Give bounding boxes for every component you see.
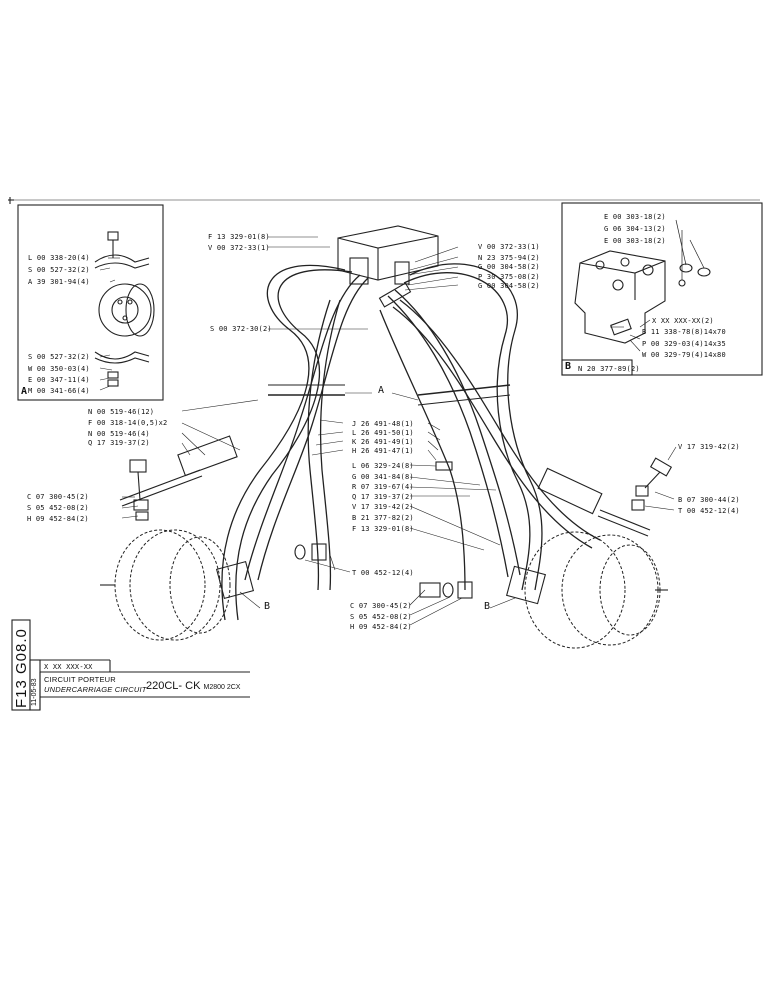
part-label: X XX XXX-XX(2): [652, 317, 714, 325]
title-french: CIRCUIT PORTEUR: [44, 675, 116, 684]
part-label: Q 17 319-37(2): [88, 439, 150, 447]
part-label: B 21 377-82(2): [352, 514, 414, 522]
inset-a-label: A: [21, 386, 28, 397]
part-label: Q 17 319-37(2): [352, 493, 414, 501]
part-label: F 13 329-01(8): [208, 233, 270, 241]
part-label: H 09 452-84(2): [27, 515, 89, 523]
part-label: E 00 347-11(4): [28, 376, 90, 384]
part-label: R 07 319-67(4): [352, 483, 414, 491]
part-label: P 00 329-03(4)14x35: [642, 340, 726, 348]
inset-b-ref: N 20 377-89(2): [578, 365, 640, 373]
part-label: N 23 375-94(2): [478, 254, 540, 262]
title-english: UNDERCARRIAGE CIRCUIT: [44, 685, 147, 694]
part-label: W 00 350-03(4): [28, 365, 90, 373]
part-label: L 00 338-20(4): [28, 254, 90, 262]
part-label: L 26 491-50(1): [352, 429, 414, 437]
part-label: L 06 329-24(8): [352, 462, 414, 470]
part-label: E 00 303-18(2): [604, 213, 666, 221]
marker-a: A: [378, 385, 385, 396]
part-label: G 00 304-58(2): [478, 282, 540, 290]
sheet-reference: F13 G08.0: [13, 628, 30, 708]
marker-b-left: B: [264, 601, 271, 612]
part-label: T 00 452-12(4): [678, 507, 740, 515]
part-label: S 00 527-32(2): [28, 266, 90, 274]
part-label: B 11 338-78(8)14x70: [642, 328, 726, 336]
part-label: N 00 519-46(4): [88, 430, 150, 438]
model-code: 220CL- CK: [146, 680, 201, 692]
part-label: S 00 372-30(2): [210, 325, 272, 333]
revision-date: 11-05-83: [31, 678, 38, 706]
part-label: G 00 304-58(2): [478, 263, 540, 271]
part-label: M 00 341-66(4): [28, 387, 90, 395]
part-label: G 00 341-84(8): [352, 473, 414, 481]
model-subcode: M2800 2CX: [203, 684, 241, 691]
part-label: S 05 452-08(2): [350, 613, 412, 621]
part-label: H 26 491-47(1): [352, 447, 414, 455]
part-label: S 00 527-32(2): [28, 353, 90, 361]
part-label: V 17 319-42(2): [352, 503, 414, 511]
part-label: P 30 375-08(2): [478, 273, 540, 281]
part-label: F 13 329-01(8): [352, 525, 414, 533]
part-label: S 05 452-08(2): [27, 504, 89, 512]
inset-b-label: B: [565, 361, 572, 372]
part-label: C 07 300-45(2): [27, 493, 89, 501]
part-label: T 00 452-12(4): [352, 569, 414, 577]
part-label: C 07 300-45(2): [350, 602, 412, 610]
inset-b-frame: [561, 202, 763, 376]
part-label: G 06 304-13(2): [604, 225, 666, 233]
part-label: A 39 301-94(4): [28, 278, 90, 286]
model-name: 220CL- CK M2800 2CX: [146, 680, 240, 692]
part-label: E 00 303-18(2): [604, 237, 666, 245]
part-label: H 09 452-84(2): [350, 623, 412, 631]
part-label: N 00 519-46(12): [88, 408, 155, 416]
part-label: V 00 372-33(1): [208, 244, 270, 252]
part-label: J 26 491-48(1): [352, 420, 414, 428]
inset-a-frame: [17, 204, 164, 401]
part-label: W 00 329-79(4)14x80: [642, 351, 726, 359]
part-code: X XX XXX-XX: [44, 663, 93, 671]
part-label: B 07 300-44(2): [678, 496, 740, 504]
part-label: V 00 372-33(1): [478, 243, 540, 251]
part-label: K 26 491-49(1): [352, 438, 414, 446]
part-label: V 17 319-42(2): [678, 443, 740, 451]
marker-b-right: B: [484, 601, 491, 612]
part-label: F 00 318-14(0,5)x2: [88, 419, 168, 427]
